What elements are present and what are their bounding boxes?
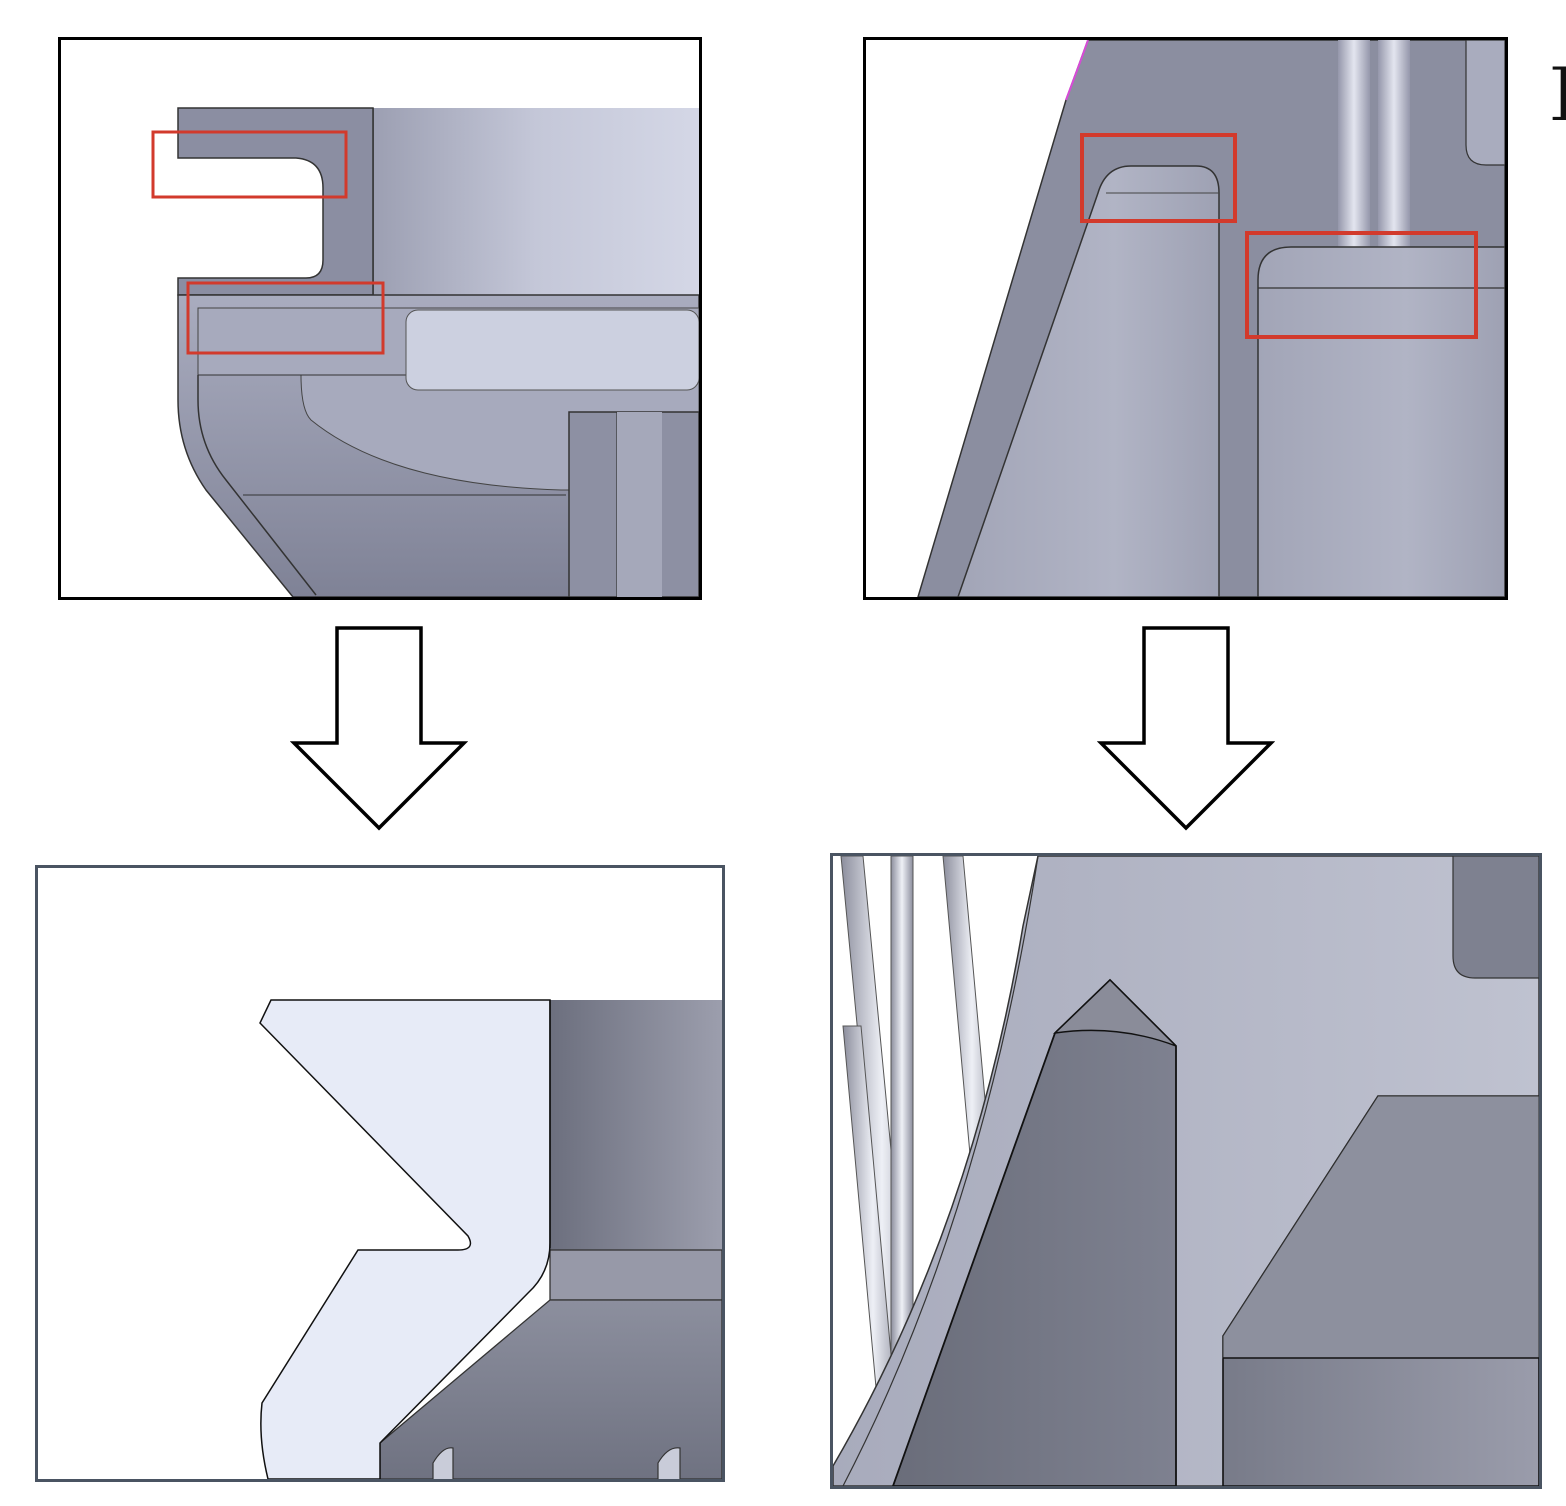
support-lattice bbox=[840, 856, 1002, 1486]
inner-lip bbox=[405, 309, 699, 391]
flange-section bbox=[177, 107, 374, 296]
cylinder-face bbox=[550, 1000, 722, 1250]
edge-text-fragment: ] bbox=[1548, 62, 1566, 122]
original-flange-drawing bbox=[151, 107, 699, 597]
highlight-box bbox=[186, 281, 385, 355]
highlight-box bbox=[1080, 133, 1237, 223]
down-arrow-icon bbox=[290, 626, 468, 831]
modified-flange-panel bbox=[35, 865, 725, 1482]
modified-flange-drawing bbox=[259, 999, 722, 1479]
section-face bbox=[259, 999, 551, 1479]
down-arrow-icon bbox=[1097, 626, 1275, 831]
modified-ribs-panel bbox=[830, 853, 1542, 1489]
original-flange-panel bbox=[58, 37, 702, 600]
bowl-body bbox=[379, 1299, 722, 1479]
pin bbox=[1378, 40, 1410, 250]
block bbox=[1257, 246, 1505, 597]
pin bbox=[1338, 40, 1370, 250]
modified-ribs-drawing bbox=[833, 856, 1539, 1486]
cylinder-face bbox=[373, 108, 699, 308]
highlight-box bbox=[151, 130, 348, 199]
original-ribs-panel bbox=[863, 37, 1508, 600]
highlight-box bbox=[1245, 231, 1478, 339]
original-ribs-drawing bbox=[917, 40, 1505, 597]
